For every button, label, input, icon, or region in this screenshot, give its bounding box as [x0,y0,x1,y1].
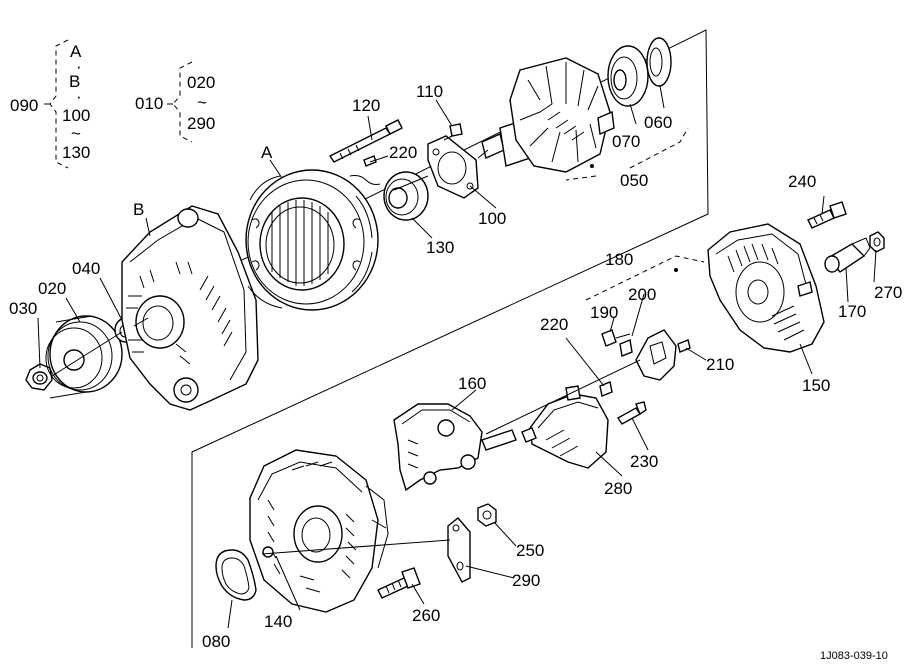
range-tilde: ~ [197,93,207,112]
ref-B: B [69,72,80,91]
label-220-upper[interactable]: 220 [389,143,417,162]
part-270-nut [869,231,885,253]
drawing-id: 1J083-039-10 [820,650,888,662]
label-090[interactable]: 090 [10,96,38,115]
label-060[interactable]: 060 [644,113,672,132]
label-110[interactable]: 110 [416,82,443,101]
part-stator [245,169,379,311]
label-080[interactable]: 080 [202,632,230,651]
group-010-legend: 010 020 ~ 290 [135,61,215,143]
part-120-through-bolts [328,119,403,163]
part-220-screw-lower [599,381,613,397]
label-120[interactable]: 120 [352,96,380,115]
part-140-rear-end-frame [249,449,389,613]
label-030[interactable]: 030 [9,299,37,318]
label-270[interactable]: 270 [874,283,902,302]
part-150-rear-cover [707,223,825,353]
part-230-screw [616,401,647,425]
part-110-screw [443,123,463,141]
part-labels: 030 020 040 B A 120 220 110 100 130 070 … [9,82,902,651]
label-130-range[interactable]: 130 [62,143,90,162]
part-100-bearing-retainer [427,135,479,199]
label-140[interactable]: 140 [264,612,292,631]
label-040[interactable]: 040 [72,259,100,278]
bracket-010 [172,61,193,143]
part-drive-end-frame [121,205,259,411]
label-200[interactable]: 200 [628,285,656,304]
part-280-brush-holder [521,385,609,469]
label-070[interactable]: 070 [612,132,640,151]
bracket-180 [585,255,705,301]
label-020-range[interactable]: 020 [187,73,215,92]
label-100-range[interactable]: 100 [62,106,90,125]
part-030-pulley-nut [25,363,53,391]
label-180[interactable]: 180 [605,250,633,269]
assembly-centerlines [51,149,641,555]
ref-B-frame: B [133,200,144,219]
label-050[interactable]: 050 [620,171,648,190]
range-tilde: ~ [71,124,81,143]
part-180-regulator-group [585,255,705,381]
part-250-nut [477,503,497,527]
label-130[interactable]: 130 [426,238,454,257]
part-080-gasket [215,549,257,601]
part-170-terminal-bolt [824,237,871,273]
part-050-rotor [481,57,615,173]
group-090-legend: 090 A · B · 100 ~ 130 [10,39,90,169]
part-060-bearing-cover [646,37,672,87]
label-010[interactable]: 010 [135,94,163,113]
label-240[interactable]: 240 [788,172,816,191]
part-130-bearing [383,171,429,221]
label-170[interactable]: 170 [838,302,866,321]
part-020-pulley [45,315,123,399]
part-240-bolt [807,201,847,229]
ref-A: A [70,42,82,61]
label-290-range[interactable]: 290 [187,114,215,133]
part-290-bracket [447,517,471,583]
label-020[interactable]: 020 [38,279,66,298]
label-250[interactable]: 250 [516,541,544,560]
label-290[interactable]: 290 [512,571,540,590]
leader-lines [37,85,877,629]
label-190[interactable]: 190 [590,303,618,322]
label-210[interactable]: 210 [706,355,734,374]
dot-separator: · [76,57,82,76]
label-280[interactable]: 280 [604,479,632,498]
label-150[interactable]: 150 [802,376,830,395]
ref-A-stator: A [261,143,273,162]
part-220-terminal-upper [349,155,381,185]
label-230[interactable]: 230 [630,452,658,471]
label-100[interactable]: 100 [478,209,506,228]
part-160-rectifier [393,403,517,492]
part-070-bearing [607,45,649,107]
label-160[interactable]: 160 [458,374,486,393]
label-260[interactable]: 260 [412,606,440,625]
part-260-bolt [377,567,421,599]
dot-separator: · [76,87,82,106]
label-220-lower[interactable]: 220 [540,315,568,334]
